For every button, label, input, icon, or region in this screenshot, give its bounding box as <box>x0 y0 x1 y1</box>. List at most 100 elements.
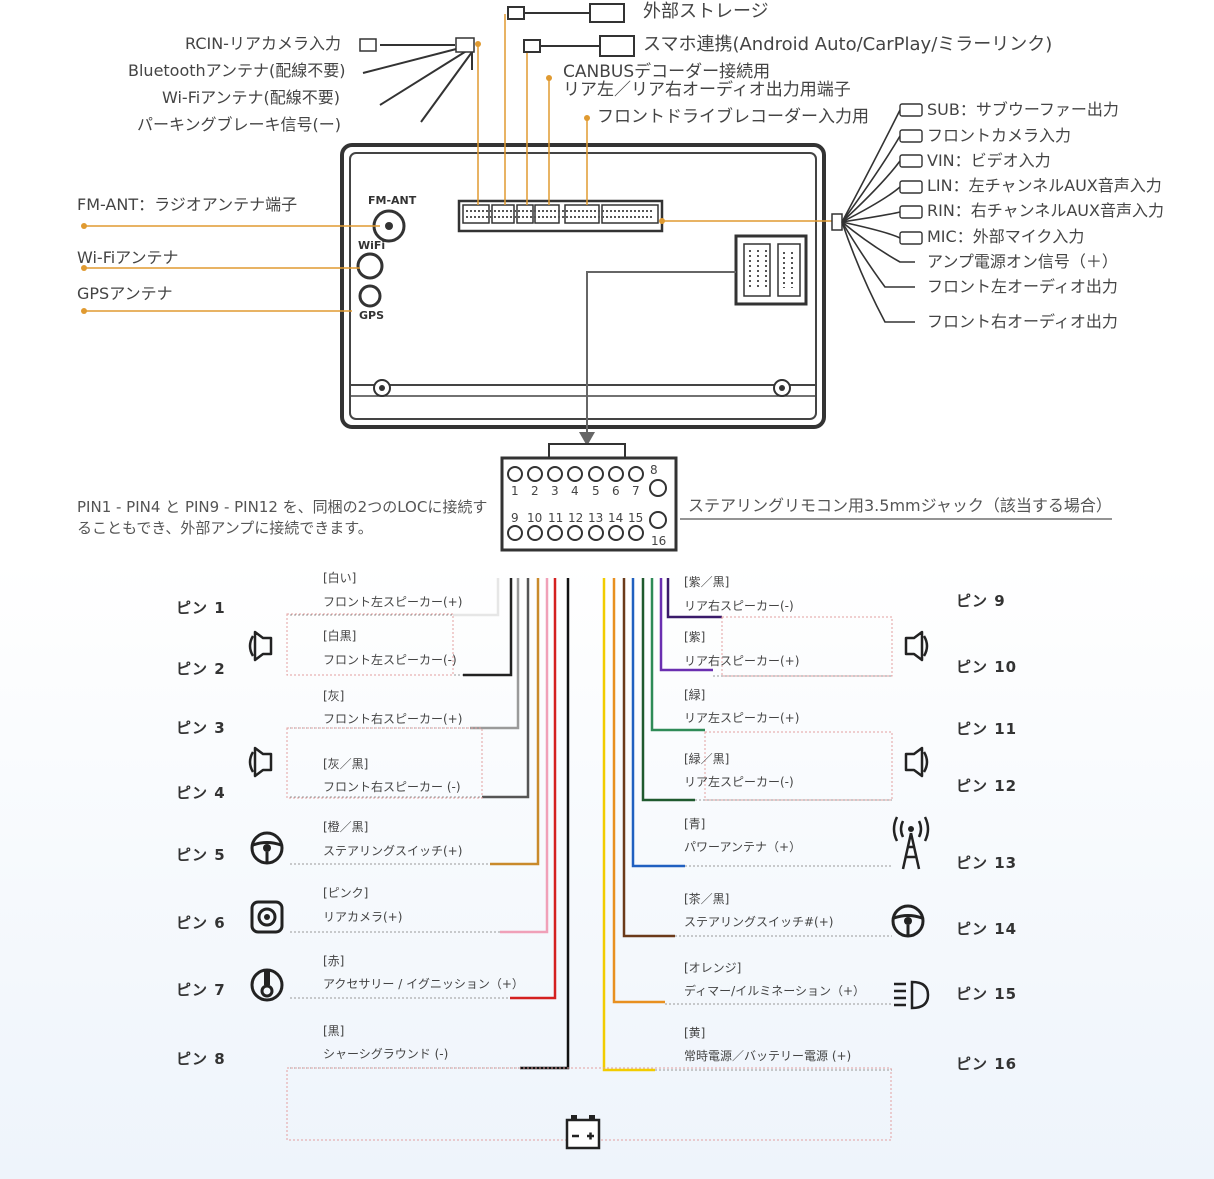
wire-desc: フロント左スピーカー(+) <box>323 595 463 609</box>
wire-color: [緑] <box>684 688 706 702</box>
right-label-lin: LIN：左チャンネルAUX音声入力 <box>927 176 1162 195</box>
right-label-rin: RIN：右チャンネルAUX音声入力 <box>927 201 1164 220</box>
pin-num: 7 <box>632 484 640 498</box>
pin-label: ピン 3 <box>176 719 226 737</box>
front-recorder-label: フロントドライブレコーダー入力用 <box>597 107 869 127</box>
rear-audio-label: リア左／リア右オーディオ出力用端子 <box>563 80 851 100</box>
speaker-icon <box>904 746 929 778</box>
headlight-icon <box>894 980 930 1010</box>
storage-label: 外部ストレージ <box>643 1 769 22</box>
wire-desc: パワーアンテナ（+） <box>684 840 802 854</box>
fm-ant-label: FM-ANT：ラジオアンテナ端子 <box>77 195 298 214</box>
wire-desc: フロント左スピーカー(-) <box>323 653 457 667</box>
wire-color: [黒] <box>323 1024 345 1038</box>
ignition-key-icon <box>250 968 284 1002</box>
top-connector-block <box>457 199 664 233</box>
wire-color: [オレンジ] <box>684 961 742 975</box>
wire-color: [青] <box>684 817 706 831</box>
wire-color: [灰] <box>323 689 345 703</box>
wire-desc: アクセサリー / イグニッション（+） <box>323 977 524 991</box>
loc-note: PIN1 - PIN4 と PIN9 - PIN12 を、同梱の2つのLOCに接… <box>77 498 488 537</box>
pin-label: ピン 16 <box>956 1055 1018 1073</box>
speaker-icon <box>904 630 929 662</box>
pin-num: 2 <box>531 484 539 498</box>
pin-num: 3 <box>551 484 559 498</box>
wire-desc: フロント右スピーカー (-) <box>323 780 461 794</box>
wire-desc: リア右スピーカー(-) <box>684 599 794 613</box>
wire-desc: ディマー/イルミネーション（+） <box>684 984 866 998</box>
speaker-icon <box>248 746 273 778</box>
wire-color: [白黒] <box>323 629 357 643</box>
gps-jack <box>358 284 382 308</box>
pin-num: 9 <box>511 511 519 525</box>
pin-num: 12 <box>568 511 584 525</box>
right-label-vin: VIN：ビデオ入力 <box>927 151 1051 170</box>
wire-desc: リア左スピーカー(+) <box>684 711 800 725</box>
right-label-sub: SUB：サブウーファー出力 <box>927 100 1119 119</box>
pin-label: ピン 9 <box>956 592 1006 610</box>
pin-label: ピン 14 <box>956 920 1018 938</box>
pin-num: 16 <box>651 534 667 548</box>
pin-num: 8 <box>650 463 658 477</box>
pin-label: ピン 7 <box>176 981 226 999</box>
wire-color: [茶／黒] <box>684 892 730 906</box>
right-label-front-left-audio: フロント左オーディオ出力 <box>927 277 1118 296</box>
wifi-device-label: WiFi <box>358 239 386 252</box>
right-label-front-right-audio: フロント右オーディオ出力 <box>927 312 1118 331</box>
pin-num: 15 <box>628 511 644 525</box>
right-label-front-camera: フロントカメラ入力 <box>927 126 1072 145</box>
pin-label: ピン 13 <box>956 854 1018 872</box>
antenna-icon <box>892 816 930 870</box>
fm-device-label: FM-ANT <box>368 194 417 207</box>
bluetooth-label: Bluetoothアンテナ(配線不要) <box>128 61 346 80</box>
pin-num: 6 <box>612 484 620 498</box>
wire-desc: シャーシグラウンド (-) <box>323 1047 449 1061</box>
pin-num: 1 <box>511 484 519 498</box>
iso-connector <box>734 234 808 306</box>
wire-color: [黄] <box>684 1026 706 1040</box>
wire-color: [紫] <box>684 630 706 644</box>
wire-color: [ピンク] <box>323 886 369 900</box>
steering-jack-note: ステアリングリモコン用3.5mmジャック（該当する場合） <box>688 496 1112 515</box>
steering-wheel-icon <box>891 904 925 938</box>
wire-desc: ステアリングスイッチ#(+) <box>684 915 834 929</box>
parking-label: パーキングブレーキ信号(ー) <box>137 115 342 134</box>
canbus-label: CANBUSデコーダー接続用 <box>563 62 771 82</box>
camera-icon <box>250 900 284 934</box>
wire-color: [橙／黒] <box>323 820 369 834</box>
pin-label: ピン 15 <box>956 985 1018 1003</box>
rcin-label: RCIN-リアカメラ入力 <box>185 34 341 53</box>
pin-label: ピン 8 <box>176 1050 226 1068</box>
pin-label: ピン 11 <box>956 720 1018 738</box>
phone-label: スマホ連携(Android Auto/CarPlay/ミラーリンク) <box>643 34 1053 55</box>
wire-color: [白い] <box>323 571 357 585</box>
pin-num: 5 <box>592 484 600 498</box>
wire-desc: フロント右スピーカー(+) <box>323 712 463 726</box>
pin-label: ピン 4 <box>176 784 226 802</box>
steering-wheel-icon <box>250 831 284 865</box>
pin-num: 11 <box>548 511 564 525</box>
pin-num: 10 <box>527 511 543 525</box>
speaker-icon <box>248 630 273 662</box>
wire-color: [紫／黒] <box>684 575 730 589</box>
wifi-nowire-label: Wi-Fiアンテナ(配線不要) <box>162 88 341 107</box>
pin-label: ピン 1 <box>176 599 226 617</box>
pin-num: 14 <box>608 511 624 525</box>
wire-desc: リア右スピーカー(+) <box>684 654 800 668</box>
battery-icon <box>565 1115 601 1150</box>
gps-device-label: GPS <box>359 309 385 322</box>
pin-num: 4 <box>571 484 579 498</box>
wire-color: [緑／黒] <box>684 752 730 766</box>
pin-label: ピン 5 <box>176 846 226 864</box>
gps-ant-label: GPSアンテナ <box>77 284 173 303</box>
pin-label: ピン 2 <box>176 660 226 678</box>
wire-desc: 常時電源／バッテリー電源 (+) <box>684 1049 852 1063</box>
pin-label: ピン 6 <box>176 914 226 932</box>
wire-desc: ステアリングスイッチ(+) <box>323 844 463 858</box>
sixteen-pin-connector <box>500 443 678 552</box>
pin-label: ピン 12 <box>956 777 1018 795</box>
pin-num: 13 <box>588 511 604 525</box>
right-label-amp: アンプ電源オン信号（＋） <box>927 252 1118 271</box>
wire-color: [灰／黒] <box>323 757 369 771</box>
